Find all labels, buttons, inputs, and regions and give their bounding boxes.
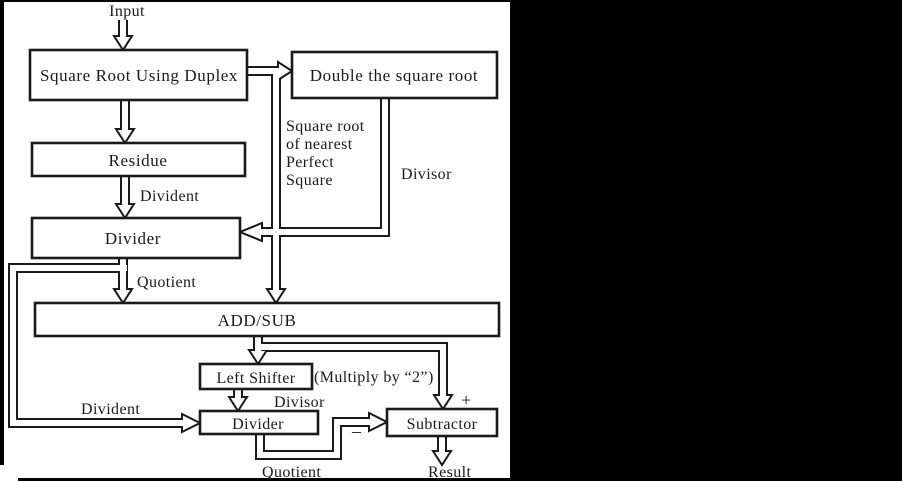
label-sqrt-nearest: Square root of nearest Perfect Square [286,118,365,189]
label-divident-lower: Divident [81,401,140,418]
node-add-sub: ADD/SUB [33,301,501,338]
connector-shafts-inner [10,20,446,458]
label-divisor-upper: Divisor [401,166,452,183]
node-add-sub-label: ADD/SUB [218,311,297,330]
label-input: Input [109,3,145,20]
label-multiply-by-2: (Multiply by “2”) [314,369,434,386]
node-subtractor: Subtractor [385,407,499,438]
node-square-root-using-duplex: Square Root Using Duplex [28,48,249,102]
node-divider-2: Divider [198,409,320,436]
node-residue-box [30,141,247,178]
label-result: Result [428,464,471,481]
nodes: Square Root Using Duplex Double the squa… [28,48,501,438]
label-divisor-lower: Divisor [274,394,325,411]
node-divider-1: Divider [30,216,242,260]
node-square-root-using-duplex-label: Square Root Using Duplex [40,66,238,85]
node-subtractor-box [385,407,499,438]
node-left-shifter-box [198,362,314,391]
node-divider-2-box [198,409,320,436]
edge-labels: Input Divident Quotient Square root of n… [81,3,471,481]
node-divider-1-box [30,216,242,260]
node-divider-2-label: Divider [232,416,284,433]
node-residue-label: Residue [109,151,168,170]
svg-text:Square root: Square root [286,118,365,135]
node-left-shifter: Left Shifter [198,362,314,391]
node-double-the-square-root-box [290,50,499,100]
node-double-the-square-root-label: Double the square root [310,66,479,85]
node-residue: Residue [30,141,247,178]
node-divider-1-label: Divider [105,229,161,248]
node-square-root-using-duplex-box [28,48,249,102]
label-divident-upper: Divident [140,188,199,205]
node-double-the-square-root: Double the square root [290,50,499,100]
frame-corner-patch [0,465,18,481]
node-left-shifter-label: Left Shifter [217,370,296,387]
label-quotient-upper: Quotient [137,274,196,291]
svg-text:Square: Square [286,172,333,189]
svg-text:Perfect: Perfect [286,154,334,171]
node-add-sub-box [33,301,501,338]
label-minus-sign: – [351,421,362,441]
svg-text:of nearest: of nearest [286,136,353,153]
label-plus-sign: + [461,390,471,410]
node-subtractor-label: Subtractor [407,416,478,433]
arrowheads [112,35,454,467]
label-quotient-lower: Quotient [262,464,321,481]
